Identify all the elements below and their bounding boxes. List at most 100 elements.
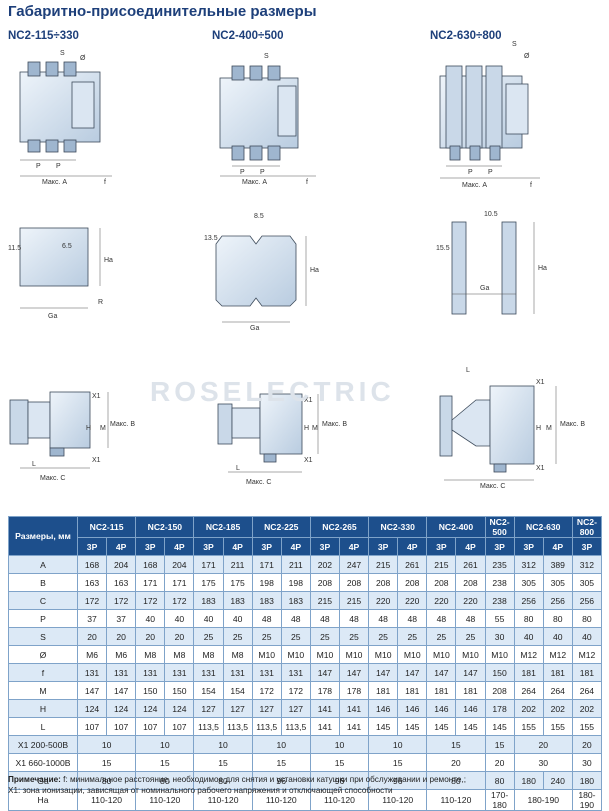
table-cell: 150	[135, 681, 166, 700]
table-cell: 178	[309, 681, 340, 700]
label-p-3: P	[240, 169, 245, 176]
dimension-drawings: S Ø P P Макс. A f S P P Макс. A f S Ø P …	[8, 41, 585, 490]
table-cell: 208	[397, 573, 428, 592]
table-cell: M12	[513, 645, 544, 664]
table-cell: 180	[513, 771, 544, 790]
table-cell: 172	[135, 591, 166, 610]
label-l-2: L	[236, 465, 240, 472]
table-cell: 48	[251, 609, 282, 628]
table-cell: 96	[309, 771, 370, 790]
table-cell: 80	[135, 771, 195, 790]
table-cell: 202	[571, 699, 603, 718]
table-cell: 48	[309, 609, 340, 628]
pole-subheader: 3P	[193, 537, 224, 556]
table-cell: 147	[368, 663, 399, 682]
label-maks-c-3: Макс. C	[480, 483, 505, 490]
label-ha-1: Ha	[104, 257, 113, 264]
table-cell: 48	[368, 609, 399, 628]
table-cell: 175	[222, 573, 253, 592]
pole-subheader: 3P	[309, 537, 340, 556]
table-cell: 208	[338, 573, 370, 592]
table-cell: 145	[368, 717, 399, 736]
table-cell: 127	[280, 699, 311, 718]
table-cell: 220	[426, 591, 457, 610]
label-maks-a-2: Макс. A	[242, 179, 267, 186]
group-header: NC2-265	[309, 516, 370, 538]
table-cell: 25	[280, 627, 311, 646]
table-cell: 20	[164, 627, 195, 646]
row-label: X1 200-500В	[8, 735, 78, 754]
table-cell: 25	[426, 627, 457, 646]
group-header: NC2-500	[484, 516, 515, 538]
table-cell: 175	[193, 573, 224, 592]
table-cell: 141	[309, 699, 340, 718]
table-cell: 171	[251, 555, 282, 574]
table-cell: 147	[397, 663, 428, 682]
label-p-5: P	[468, 169, 473, 176]
table-cell: 172	[280, 681, 311, 700]
table-cell: 155	[542, 717, 573, 736]
table-cell: 264	[542, 681, 573, 700]
table-cell: 172	[106, 591, 137, 610]
label-phi-1: Ø	[80, 55, 86, 62]
note-line-1: f: минимальное расстояние, необходимое д…	[60, 775, 467, 784]
table-cell: 113,5	[222, 717, 253, 736]
table-cell: 147	[76, 681, 108, 700]
table-cell: 211	[222, 555, 253, 574]
table-cell: 154	[222, 681, 253, 700]
group-header: NC2-630	[513, 516, 573, 538]
table-cell: M12	[542, 645, 573, 664]
table-cell: 183	[251, 591, 282, 610]
table-cell: 208	[368, 573, 399, 592]
table-cell: 264	[513, 681, 544, 700]
table-cell: 131	[193, 663, 224, 682]
table-cell: 107	[76, 717, 108, 736]
pole-subheader: 3P	[251, 537, 282, 556]
table-cell: 15	[193, 753, 253, 772]
table-cell: 48	[426, 609, 457, 628]
row-label: Ø	[8, 645, 78, 664]
front-view-3	[439, 65, 529, 161]
row-label: f	[8, 663, 78, 682]
table-cell: 215	[426, 555, 457, 574]
table-cell: 147	[455, 663, 486, 682]
table-cell: 215	[368, 555, 399, 574]
table-cell: 171	[193, 555, 224, 574]
label-m-2: M	[312, 425, 318, 432]
table-cell: 10	[368, 735, 428, 754]
side-view-1	[9, 391, 91, 457]
table-cell: 181	[571, 663, 603, 682]
table-cell: 163	[106, 573, 137, 592]
table-cell: 96	[368, 771, 428, 790]
table-cell: 124	[135, 699, 166, 718]
table-cell: 15	[426, 735, 486, 754]
group-header: NC2-800	[571, 516, 603, 538]
mount-view-1	[19, 227, 89, 287]
table-cell: 145	[455, 717, 486, 736]
label-f-2: f	[306, 179, 308, 186]
table-cell: 155	[571, 717, 603, 736]
table-cell: 20	[484, 753, 515, 772]
label-10-5: 10.5	[484, 211, 498, 218]
table-cell: M10	[309, 645, 340, 664]
table-cell: M10	[368, 645, 399, 664]
footnote: Примечание: f: минимальное расстояние, н…	[8, 775, 604, 796]
table-cell: 40	[193, 609, 224, 628]
table-cell: 168	[76, 555, 108, 574]
table-cell: 113,5	[193, 717, 224, 736]
note-heading: Примечание:	[8, 775, 61, 784]
label-8-5: 8.5	[254, 213, 264, 220]
table-cell: 154	[193, 681, 224, 700]
table-cell: 150	[164, 681, 195, 700]
table-cell: 220	[397, 591, 428, 610]
table-cell: 40	[222, 609, 253, 628]
table-cell: M6	[106, 645, 137, 664]
table-cell: 256	[513, 591, 544, 610]
table-cell: 30	[513, 753, 573, 772]
table-cell: 30	[484, 627, 515, 646]
